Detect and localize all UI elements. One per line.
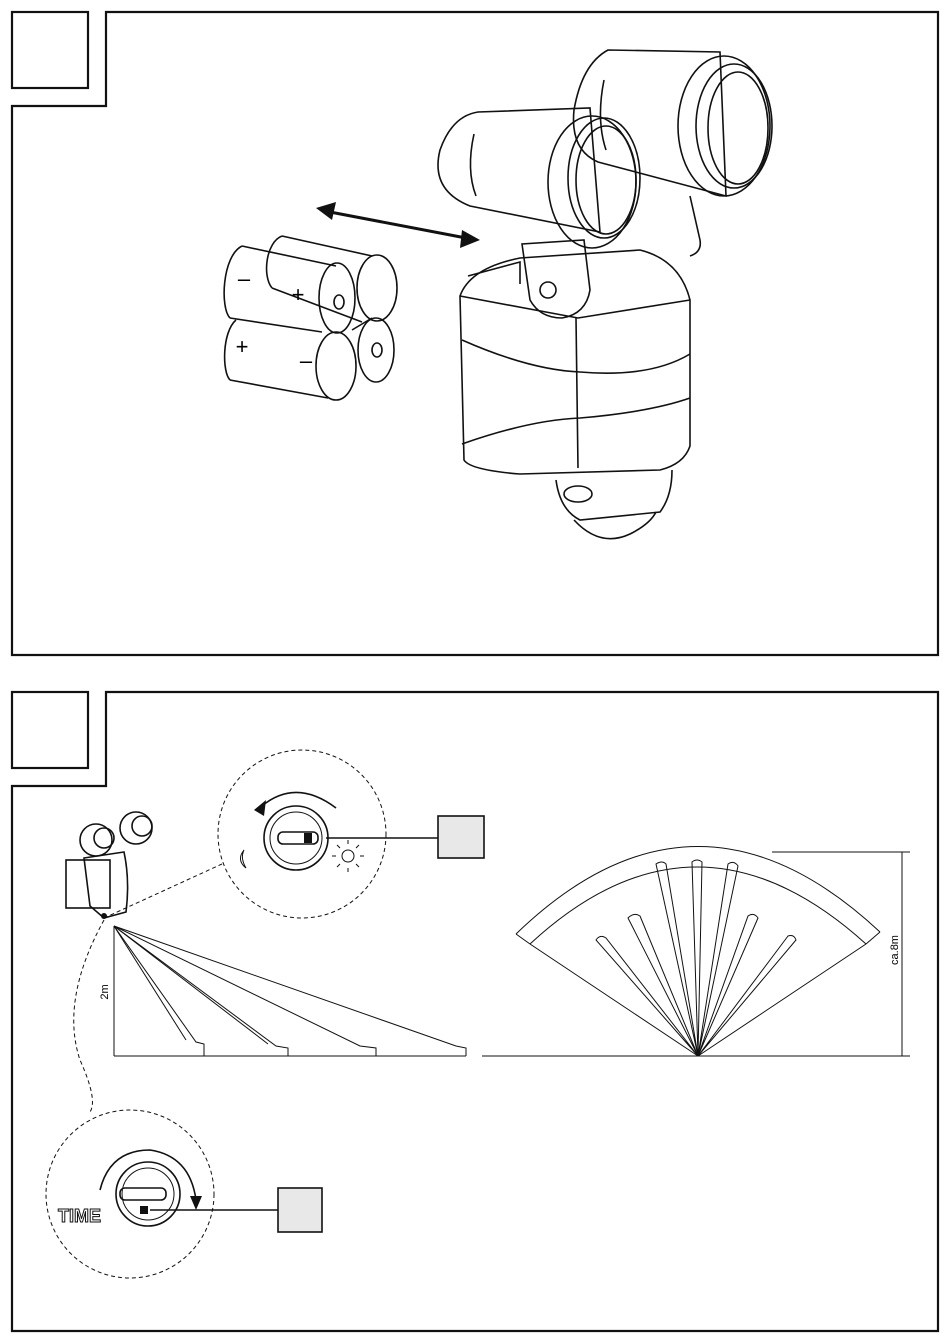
lux-dial-zoom	[104, 750, 484, 918]
small-floodlight	[66, 812, 152, 919]
step-number-box-1	[12, 12, 88, 88]
battery-label-plus-2: +	[236, 334, 249, 359]
lamp-head-front	[438, 108, 640, 248]
lamp-head-back	[574, 50, 773, 256]
range-label: ca.8m	[889, 935, 901, 965]
sun-icon	[332, 840, 364, 872]
detection-zones	[596, 860, 796, 1056]
panel-2: 2m ca.8m	[12, 692, 938, 1331]
panel-1: – + + –	[12, 12, 938, 655]
battery-label-plus-1: +	[292, 282, 305, 307]
panel-1-frame	[12, 12, 938, 655]
insert-arrow	[316, 202, 480, 248]
battery-bottom-front: + –	[225, 320, 356, 400]
battery-top-front: – +	[224, 246, 355, 333]
side-detection-view: 2m	[99, 926, 466, 1056]
top-detection-view: ca.8m	[482, 846, 910, 1056]
battery-top-back	[267, 236, 397, 322]
step-number-box-2	[12, 692, 88, 768]
time-dial-zoom: TIME	[46, 920, 322, 1278]
time-label: TIME	[58, 1206, 101, 1226]
height-label: 2m	[99, 984, 111, 999]
floodlight-unit	[438, 50, 772, 539]
battery-label-minus-1: –	[238, 266, 251, 291]
callout-box-time	[278, 1188, 322, 1232]
battery-label-minus-2: –	[300, 348, 313, 373]
battery-bottom-back	[352, 318, 394, 382]
callout-box-light	[438, 816, 484, 858]
batteries: – + + –	[224, 236, 397, 400]
panel-2-frame	[12, 692, 938, 1331]
